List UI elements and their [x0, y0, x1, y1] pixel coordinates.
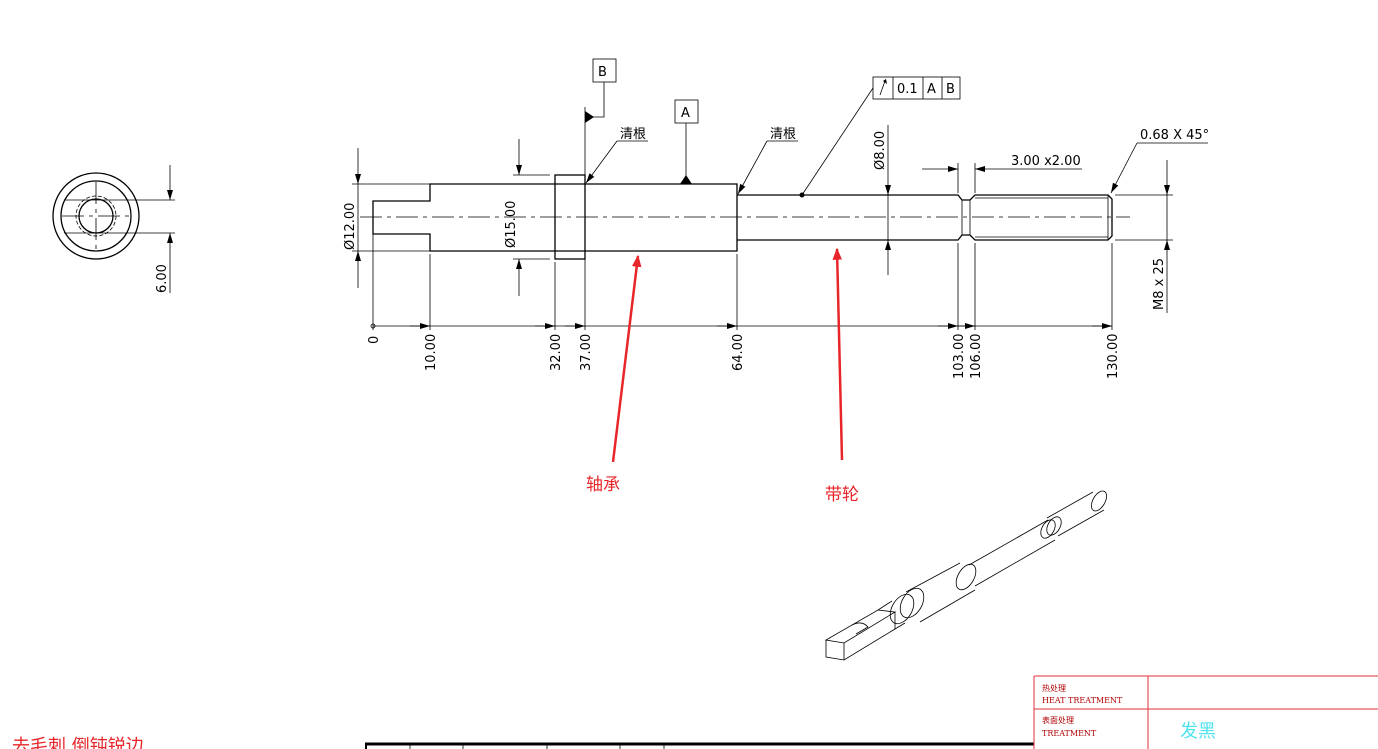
ordinate-64: 64.00 [731, 334, 746, 371]
thread-label: M8 x 25 [1152, 258, 1167, 310]
datum-a: A [674, 99, 699, 184]
bearing-label: 轴承 [586, 475, 620, 495]
ordinate-103: 103.00 [952, 334, 967, 380]
weld-note-1-label: 清根 [620, 127, 646, 142]
runout-icon [879, 79, 887, 96]
ordinate-130: 130.00 [1106, 334, 1121, 380]
fcf-tolerance: 0.1 [897, 82, 918, 97]
surface-treatment-value: 发黑 [1180, 721, 1216, 742]
ordinate-37: 37.00 [579, 334, 594, 371]
ordinate-32: 32.00 [549, 334, 564, 371]
surface-treatment-cn: 表面处理 [1042, 715, 1074, 725]
fcf-datum-1: A [927, 82, 936, 97]
feature-control-frame: 0.1 A B [799, 76, 961, 198]
diameter-dimensions: Ø12.00 Ø15.00 Ø8.00 [343, 125, 891, 296]
thread-dimension: M8 x 25 [1115, 160, 1173, 313]
datum-a-label: A [681, 106, 690, 121]
ordinate-106: 106.00 [969, 334, 984, 380]
ordinate-0: 0 [367, 336, 382, 344]
dia-12-label: Ø12.00 [343, 203, 358, 250]
title-block: 热处理 HEAT TREATMENT 表面处理 TREATMENT 发黑 [365, 675, 1378, 749]
pulley-annotation: 带轮 [825, 247, 859, 505]
groove-dimension: 3.00 x2.00 [922, 154, 1082, 193]
end-view-dimension: 6.00 [155, 264, 170, 293]
end-view: 6.00 [52, 165, 175, 293]
weld-note-2: 清根 [737, 127, 798, 195]
groove-label: 3.00 x2.00 [1011, 154, 1081, 169]
heat-treatment-en: HEAT TREATMENT [1042, 696, 1123, 705]
shaft-side-view [360, 174, 1130, 260]
weld-note-1: 清根 [585, 127, 648, 184]
surface-treatment-en: TREATMENT [1042, 729, 1097, 738]
ordinate-10: 10.00 [424, 334, 439, 371]
pulley-label: 带轮 [825, 485, 859, 505]
heat-treatment-cn: 热处理 [1042, 683, 1066, 693]
fcf-datum-2: B [946, 82, 955, 97]
bearing-annotation: 轴承 [586, 254, 642, 495]
deburr-note: 去毛刺 倒钝锐边 [12, 736, 144, 749]
chamfer-label: 0.68 X 45° [1140, 128, 1209, 143]
chamfer-callout: 0.68 X 45° [1110, 128, 1209, 194]
dia-15-label: Ø15.00 [504, 201, 519, 248]
ordinate-dimensions: 0 10.00 32.00 37.00 64.00 103.00 106.00 … [367, 107, 1121, 379]
datum-b-label: B [598, 65, 607, 80]
weld-note-2-label: 清根 [770, 127, 796, 142]
dia-8-label: Ø8.00 [873, 131, 888, 170]
isometric-view [824, 490, 1107, 661]
datum-b: B [585, 58, 617, 123]
